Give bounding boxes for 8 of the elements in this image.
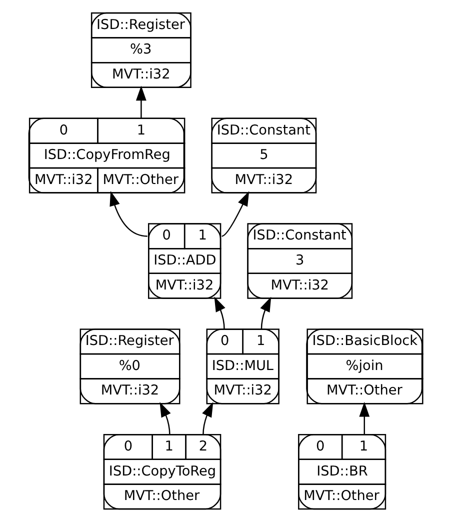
arrow [214,296,225,330]
arrow [202,402,213,435]
arrow [159,402,170,435]
arrow [221,191,249,237]
arrow [109,191,147,237]
arrow [358,402,370,435]
arrow [260,296,271,330]
arrow [135,86,146,118]
